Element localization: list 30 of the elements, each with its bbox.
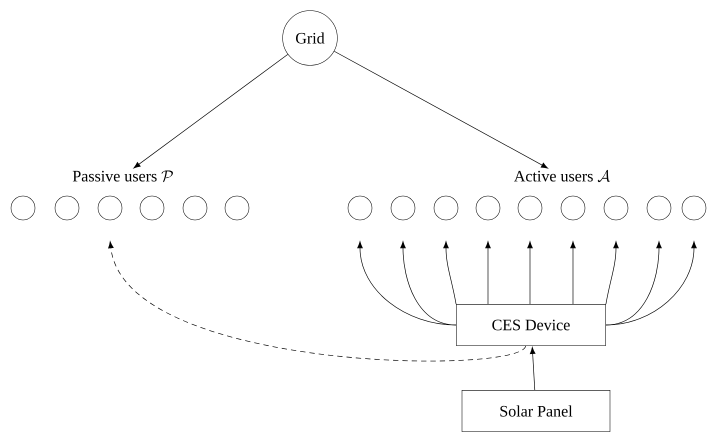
user-circle — [604, 196, 628, 220]
arrow — [334, 50, 548, 169]
arrow — [133, 54, 288, 168]
user-circle — [54, 196, 80, 220]
user-circle — [10, 196, 36, 220]
user-circle — [140, 196, 164, 220]
arrow — [400, 241, 456, 326]
user-circle — [560, 196, 586, 220]
dashed-arrow — [108, 241, 526, 362]
arrow — [606, 241, 697, 326]
user-circle — [682, 196, 706, 220]
user-circle — [390, 196, 416, 220]
user-circle — [224, 196, 250, 220]
user-circle — [182, 196, 208, 220]
user-circle — [348, 196, 372, 220]
arrow — [570, 241, 576, 304]
arrow — [606, 241, 619, 304]
user-circle — [646, 196, 672, 220]
user-circle — [98, 196, 122, 220]
user-circle — [434, 196, 458, 220]
user-circle — [476, 196, 500, 220]
device-box: CES Device — [456, 304, 606, 346]
user-circle — [518, 196, 542, 220]
group-label: Active users $\mathcal{A}$ — [514, 170, 610, 182]
panel-box: Solar Panel — [462, 390, 610, 432]
arrow — [443, 241, 456, 304]
arrow — [530, 346, 536, 390]
arrow — [485, 241, 491, 304]
arrow — [527, 241, 533, 304]
group-label: Passive users $\mathcal{P}$ — [72, 170, 173, 182]
